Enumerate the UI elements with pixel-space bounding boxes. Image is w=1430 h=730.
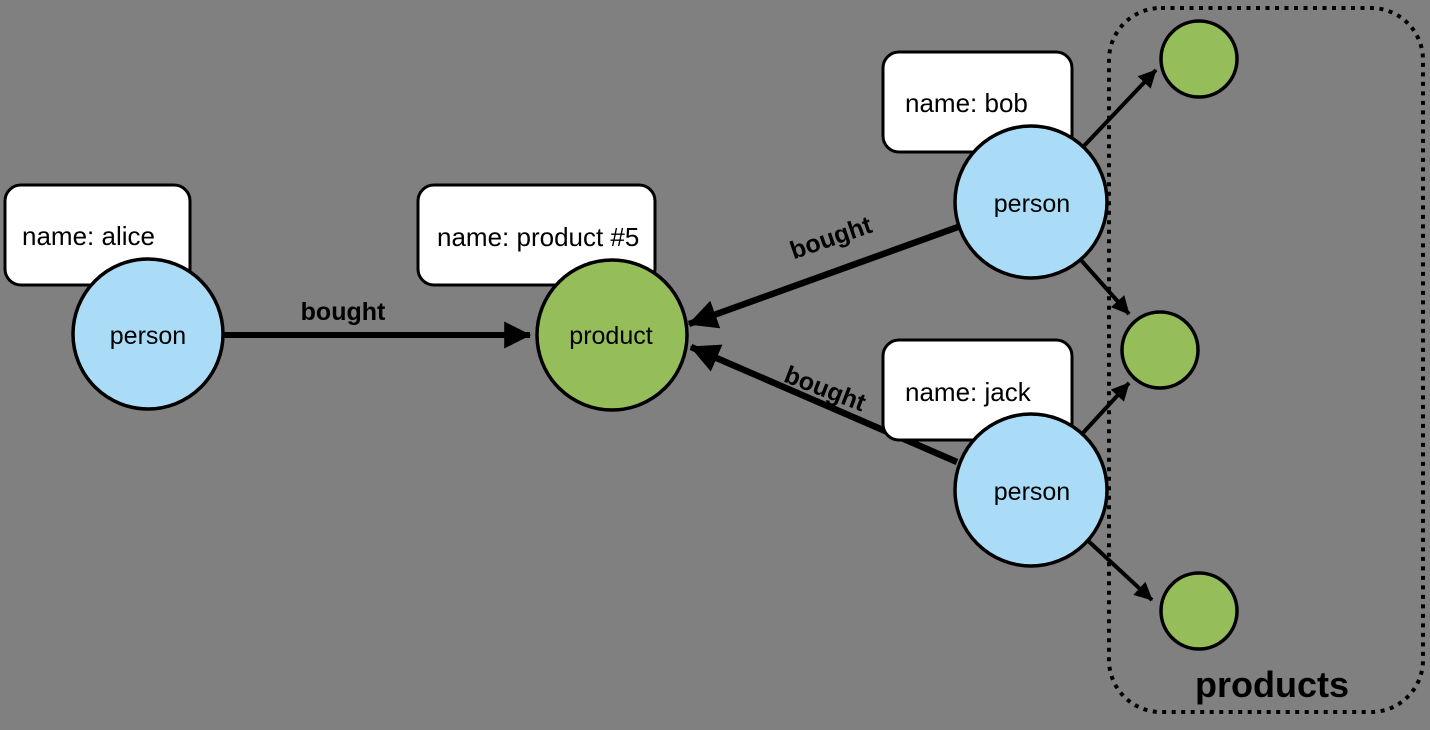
edge-jack-to-product-bottom (1082, 535, 1154, 602)
person-node-label: person (994, 478, 1070, 506)
person-node-circle (71, 257, 225, 411)
edge-jack-bought-product (689, 344, 959, 465)
product-node-label: product (569, 322, 652, 350)
product-circle-top (1159, 19, 1239, 99)
edge-bob-to-product-middle (1078, 257, 1131, 316)
products-group: products (1107, 6, 1425, 714)
edge-jack-to-product-middle (1080, 381, 1131, 436)
property-text-bob: name: bob (905, 88, 1028, 118)
products-group-border (1107, 6, 1425, 714)
person-node-circle (953, 124, 1109, 280)
products-group-label: products (1195, 664, 1349, 705)
product-node-circle (535, 258, 689, 412)
person-node-label: person (994, 190, 1070, 218)
product-circle-middle (1120, 310, 1200, 390)
property-text-jack: name: jack (905, 377, 1032, 407)
node-person-bob: person (953, 124, 1109, 280)
product-circle-bottom (1159, 571, 1239, 651)
edge-bob-bought-product (687, 223, 960, 329)
edge-bob-to-product-top (1080, 68, 1158, 150)
node-person-jack: person (953, 412, 1109, 568)
node-product5: product (535, 258, 689, 412)
property-text-product5: name: product #5 (437, 222, 639, 252)
edges (223, 68, 1158, 602)
edge-label-alice-bought: bought (301, 298, 386, 326)
node-person-alice: person (71, 257, 225, 411)
property-text-alice: name: alice (22, 221, 155, 251)
person-node-circle (953, 412, 1109, 568)
person-node-label: person (110, 322, 186, 350)
